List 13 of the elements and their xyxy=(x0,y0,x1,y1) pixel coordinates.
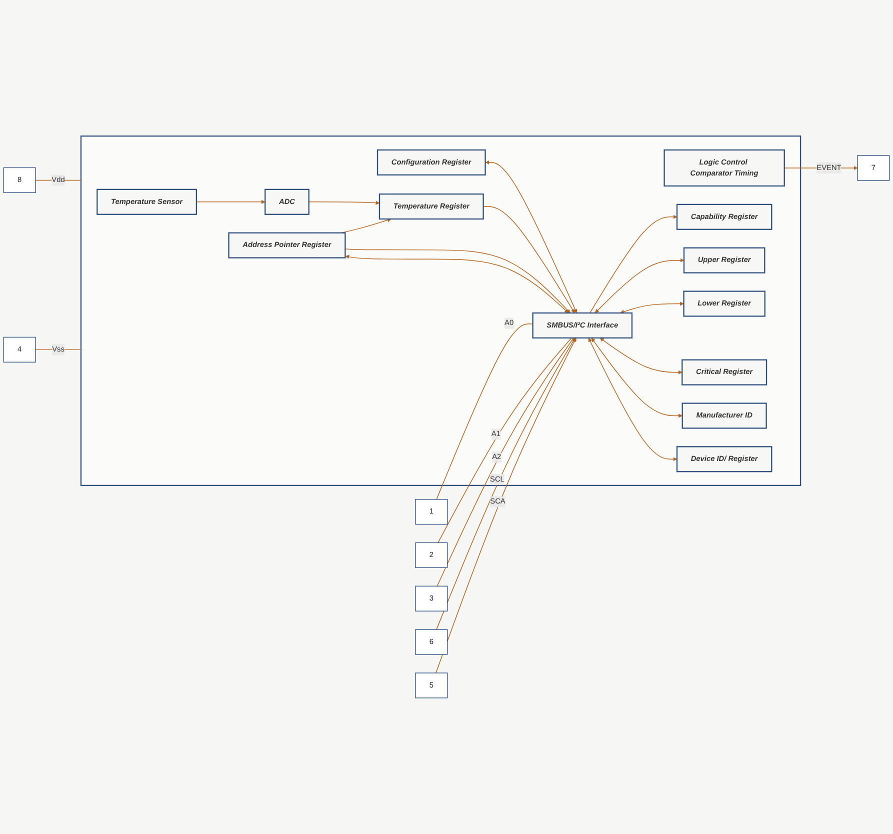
arrow xyxy=(594,258,684,314)
arrow xyxy=(308,200,380,205)
arrow xyxy=(591,338,683,418)
connector xyxy=(438,338,572,544)
arrow xyxy=(600,338,682,374)
connector xyxy=(436,338,574,586)
connector xyxy=(436,324,534,500)
arrow xyxy=(620,302,684,314)
arrow xyxy=(588,338,678,462)
arrow xyxy=(196,200,266,204)
arrow xyxy=(482,206,575,314)
arrow xyxy=(485,160,578,314)
arrow xyxy=(590,214,678,314)
